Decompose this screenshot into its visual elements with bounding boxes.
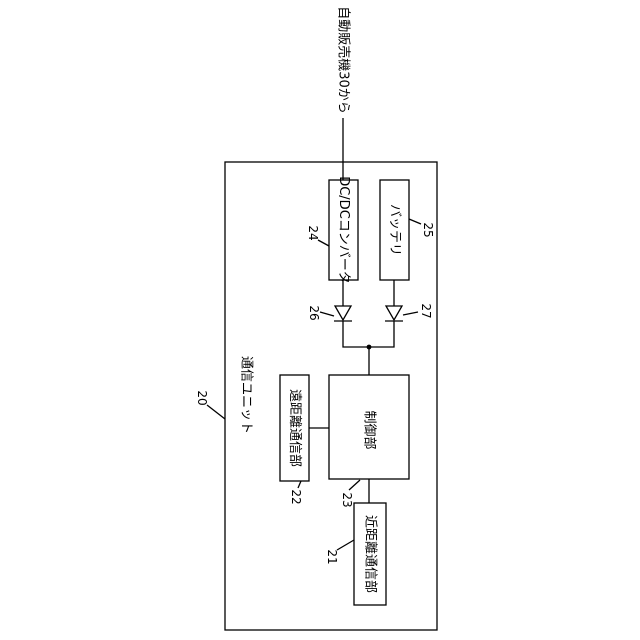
controller-ref: 23 [340, 492, 354, 507]
dc-dc-converter-ref: 24 [306, 225, 320, 240]
short-range-comm-label: 近距離通信部 [363, 515, 378, 593]
battery-label: バッテリ [387, 204, 402, 256]
communication-unit-ref: 20 [195, 390, 209, 405]
long-range-comm-ref: 22 [289, 489, 303, 504]
communication-unit-label: 通信ユニット [239, 356, 254, 434]
short-range-comm-ref: 21 [325, 549, 339, 564]
controller-label: 制御部 [362, 410, 377, 449]
diode-27-ref: 27 [419, 303, 433, 318]
input-label: 自動販売機30から [336, 6, 352, 114]
long-range-comm-label: 遠距離通信部 [287, 389, 302, 467]
battery-ref: 25 [421, 222, 435, 237]
diode-26-ref: 26 [307, 305, 321, 320]
communication-unit-leader [207, 405, 225, 419]
dc-dc-converter-label: DC/DCコンバータ [336, 176, 351, 284]
